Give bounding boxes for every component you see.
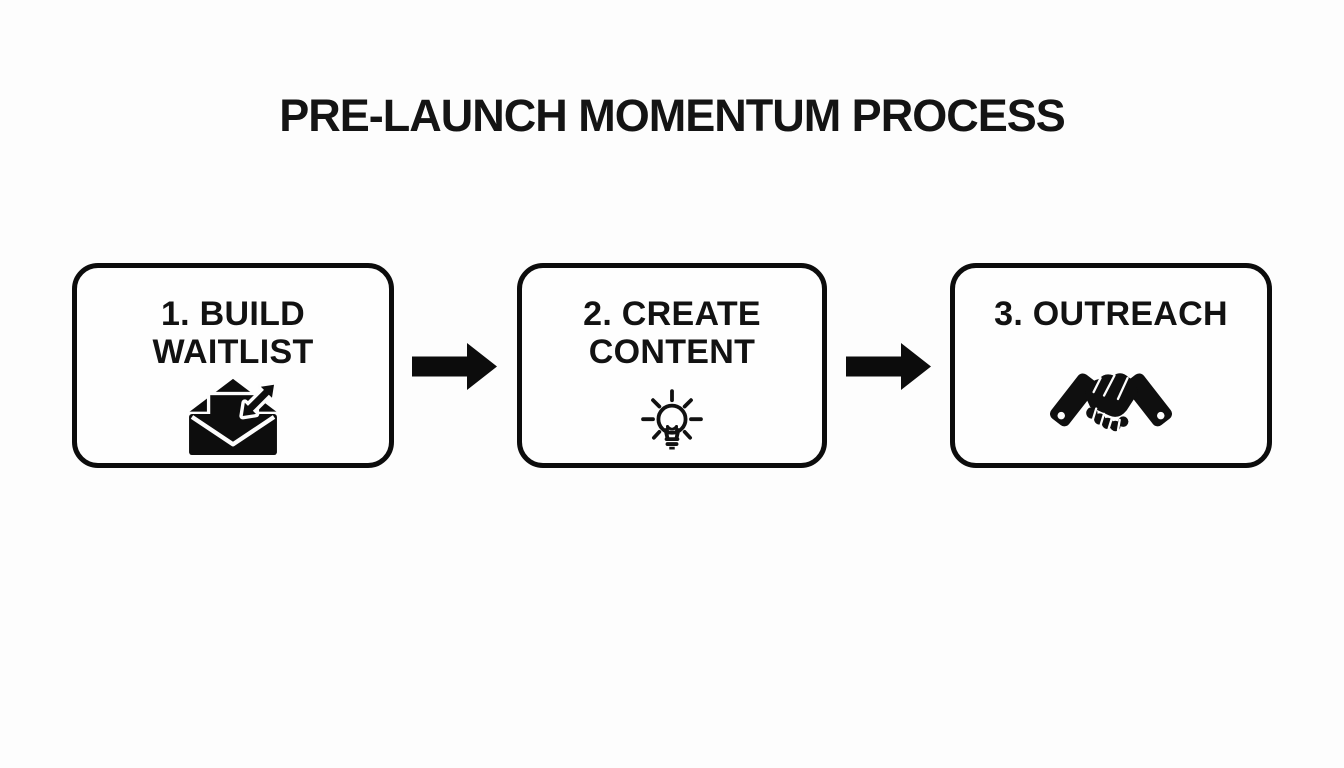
- step-box-outreach: 3. OUTREACH: [950, 263, 1272, 468]
- step-box-build-waitlist: 1. BUILD WAITLIST: [72, 263, 394, 468]
- arrow-right-icon: [846, 343, 931, 390]
- step-label: 2. CREATE CONTENT: [583, 295, 761, 371]
- step-label-line2: CONTENT: [588, 333, 756, 371]
- diagram-title: PRE-LAUNCH MOMENTUM PROCESS: [279, 90, 1066, 141]
- lightbulb-idea-icon: [634, 383, 710, 459]
- step-label-line1: 2. CREATE: [583, 295, 761, 333]
- arrow-right-icon: [412, 343, 497, 390]
- step-box-create-content: 2. CREATE CONTENT: [517, 263, 827, 468]
- step-label-line1: 3. OUTREACH: [994, 295, 1228, 333]
- step-label: 3. OUTREACH: [994, 295, 1228, 333]
- step-label: 1. BUILD WAITLIST: [152, 295, 313, 371]
- handshake-icon: [1049, 359, 1173, 446]
- step-label-line1: 1. BUILD: [160, 295, 306, 333]
- envelope-send-growth-icon: [183, 373, 283, 457]
- step-label-line2: WAITLIST: [152, 333, 314, 371]
